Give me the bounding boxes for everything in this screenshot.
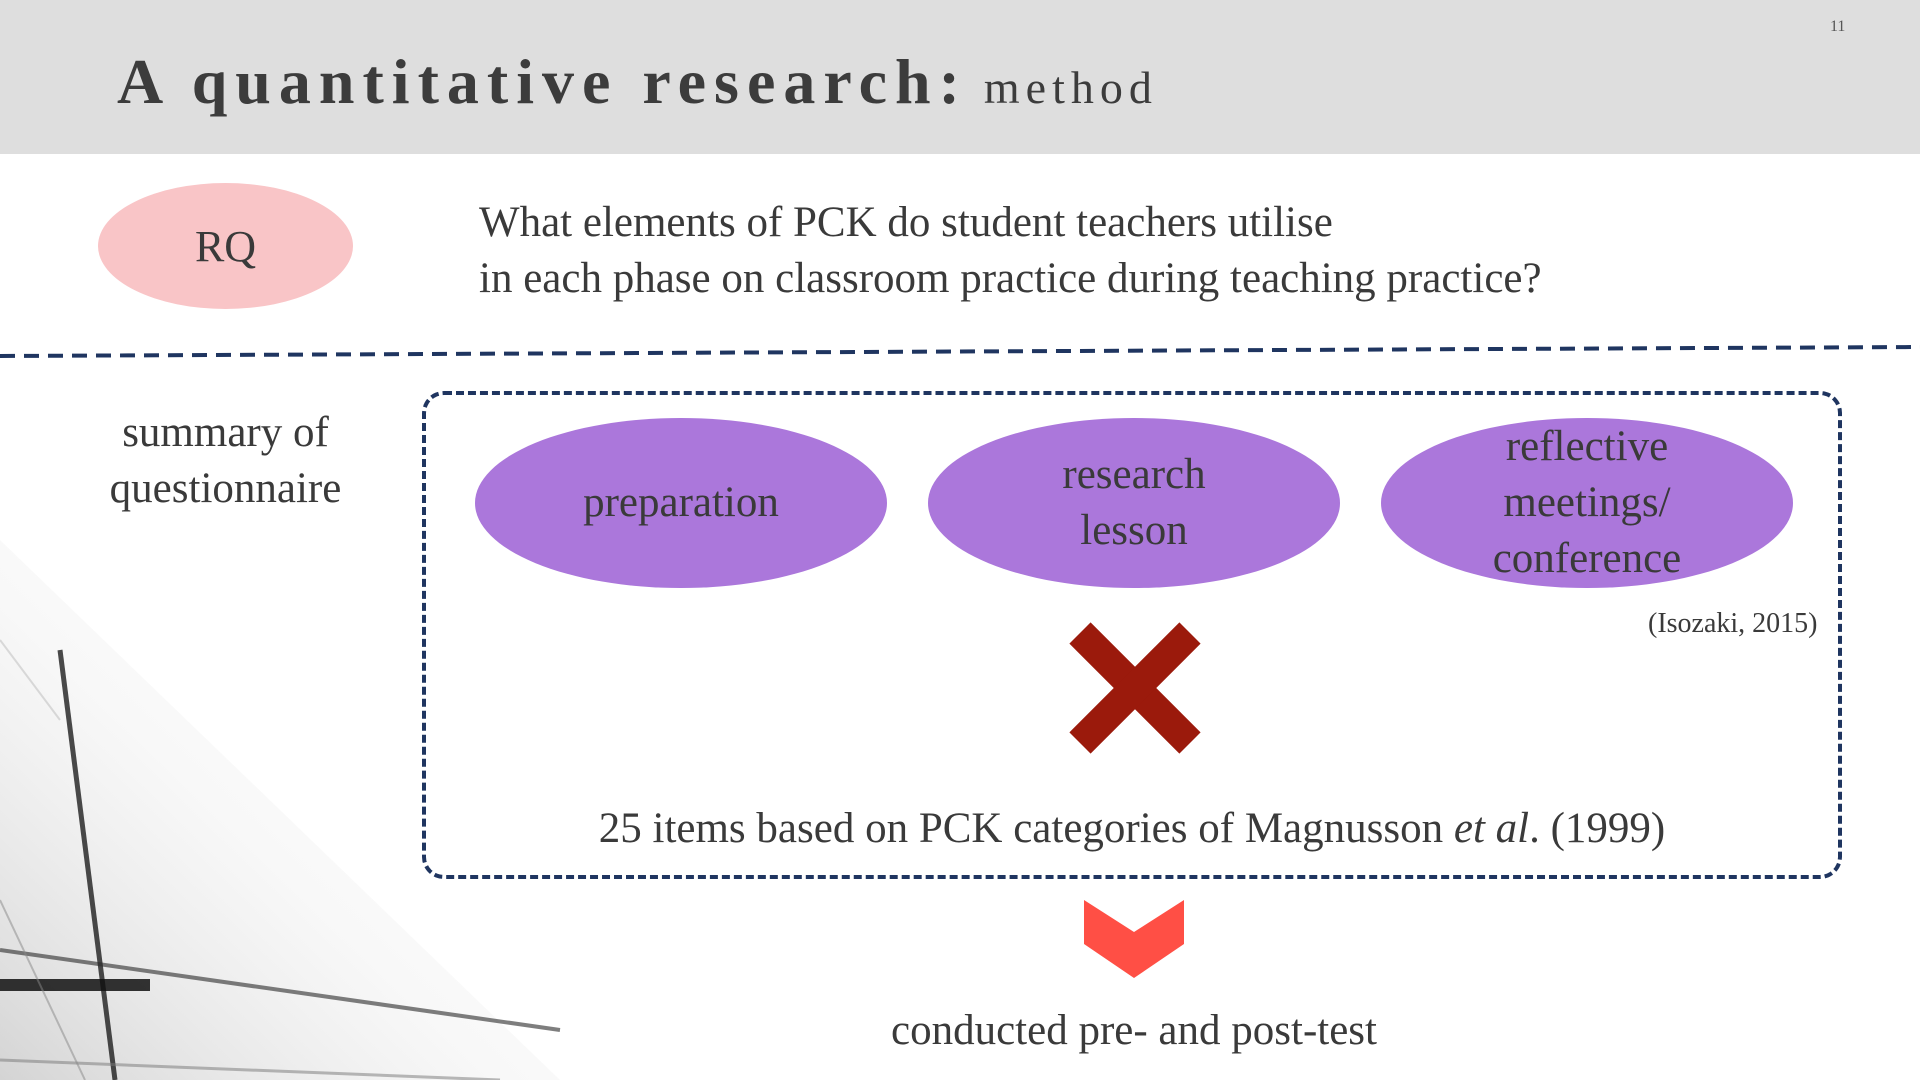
items-description-italic: et al [1453, 805, 1530, 852]
research-question: What elements of PCK do student teachers… [479, 195, 1542, 307]
page-number: 11 [1830, 18, 1846, 35]
citation: (Isozaki, 2015) [1648, 608, 1818, 639]
phase-reflective-meetings: reflective meetings/ conference [1381, 418, 1793, 588]
items-description: 25 items based on PCK categories of Magn… [422, 801, 1842, 857]
phase-research-lesson: research lesson [928, 418, 1340, 588]
questionnaire-label: summary of questionnaire [88, 405, 363, 517]
chevron-down-icon [1084, 900, 1184, 978]
questionnaire-label-line-2: questionnaire [109, 465, 342, 512]
phase-research-lesson-line-1: research [1062, 451, 1206, 498]
questionnaire-box [422, 391, 1842, 879]
phase-reflective-meetings-line-3: conference [1492, 535, 1682, 582]
title-bar [0, 0, 1920, 154]
phase-reflective-meetings-line-2: meetings/ [1503, 479, 1671, 526]
cross-icon [1069, 622, 1201, 754]
items-description-suffix: . (1999) [1529, 805, 1666, 852]
rq-label: RQ [194, 221, 257, 271]
phase-research-lesson-line-2: lesson [1080, 507, 1188, 554]
phase-preparation: preparation [475, 418, 887, 588]
slide-title: A quantitative research: method [117, 42, 1158, 128]
phase-preparation-line-1: preparation [583, 479, 779, 526]
phase-reflective-meetings-line-1: reflective [1505, 423, 1669, 470]
slide-title-main: A quantitative research: [117, 46, 968, 117]
questionnaire-label-line-1: summary of [122, 409, 329, 456]
items-description-prefix: 25 items based on PCK categories of Magn… [598, 805, 1454, 852]
research-question-line-2: in each phase on classroom practice duri… [479, 255, 1542, 302]
research-question-line-1: What elements of PCK do student teachers… [479, 199, 1333, 246]
slide-title-sub: method [983, 62, 1158, 113]
rq-badge: RQ [98, 183, 353, 309]
test-description: conducted pre- and post-test [891, 1007, 1377, 1054]
